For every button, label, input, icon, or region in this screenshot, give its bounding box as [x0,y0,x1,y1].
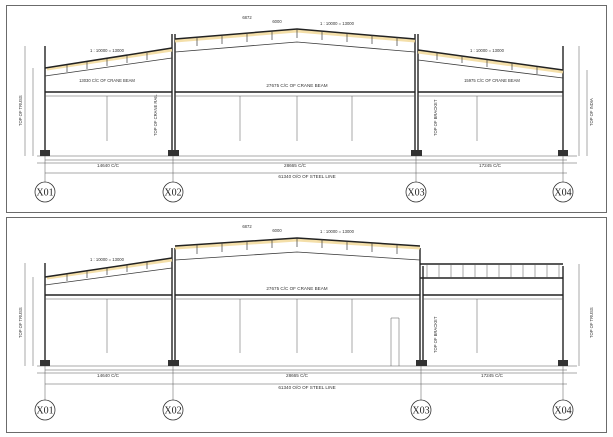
svg-text:X01: X01 [36,406,53,417]
top-dim-a: 6872 [242,15,252,20]
svg-text:X02: X02 [164,406,181,417]
elevation-drawing-top: 27675 C/C OF CRANE BEAM 13030 C/C OF CRA… [18,15,594,203]
vertical-label-1: TOP OF TRUSS [18,95,23,126]
bay-dim-1: 14640 C/C [97,163,120,168]
top-dim-b: 6000 [272,19,282,24]
vertical-label-1: TOP OF TRUSS [18,307,23,338]
overall-dim: 61340 O/O OF STEEL LINE [278,385,335,390]
axis-marker-x03: X03 [410,366,432,421]
bay-dim-1: 14640 C/C [97,373,120,378]
slope-right-label: 1 : 10000 = 13000 [470,48,505,53]
axis-marker-x01: X01 [34,366,56,421]
bay-dim-3: 17245 C/C [481,373,504,378]
axis-marker-x04: X04 [552,156,574,203]
top-dim-a: 6872 [242,224,252,229]
slope-left-label: 1 : 10000 = 13000 [90,257,125,262]
elevation-panel-bottom: 27675 C/C OF CRANE BEAM 1 : 10000 = 1300… [6,217,607,433]
overall-dim: 61340 O/O OF STEEL LINE [278,174,335,179]
bay-dim-3: 17245 C/C [479,163,502,168]
axis-marker-x04: X04 [552,366,574,421]
axis-marker-x02: X02 [162,156,184,203]
crane-beam-right-label: 15975 C/C OF CRANE BEAM [464,78,520,83]
crane-beam-center-label: 27675 C/C OF CRANE BEAM [266,83,327,88]
svg-text:X01: X01 [36,188,53,199]
svg-text:X03: X03 [412,406,429,417]
svg-text:X04: X04 [554,188,571,199]
bay-dim-2: 28665 C/C [286,373,309,378]
vertical-label-4: TOP OF INDIA [589,98,594,126]
vertical-label-2: TOP OF CRANE RAIL [153,94,158,136]
slope-center-label: 1 : 10000 = 13000 [320,229,355,234]
svg-text:X02: X02 [164,188,181,199]
slope-center-label: 1 : 10000 = 13000 [320,21,355,26]
slope-left-label: 1 : 10000 = 13000 [90,48,125,53]
crane-beam-left-label: 13030 C/C OF CRANE BEAM [79,78,135,83]
axis-marker-x02: X02 [162,366,184,421]
svg-text:X04: X04 [554,406,571,417]
elevation-panel-top: 27675 C/C OF CRANE BEAM 13030 C/C OF CRA… [6,5,607,213]
svg-text:X03: X03 [407,188,424,199]
elevation-drawing-bottom: 27675 C/C OF CRANE BEAM 1 : 10000 = 1300… [18,224,594,421]
axis-marker-x01: X01 [34,156,56,203]
vertical-label-2: TOP OF BRACKET [433,316,438,353]
vertical-label-3: TOP OF BRACKET [433,99,438,136]
vertical-label-3: TOP OF TRUSS [589,307,594,338]
bay-dim-2: 28665 C/C [284,163,307,168]
crane-beam-center-label: 27675 C/C OF CRANE BEAM [266,286,327,291]
top-dim-b: 6000 [272,228,282,233]
axis-marker-x03: X03 [405,156,427,203]
